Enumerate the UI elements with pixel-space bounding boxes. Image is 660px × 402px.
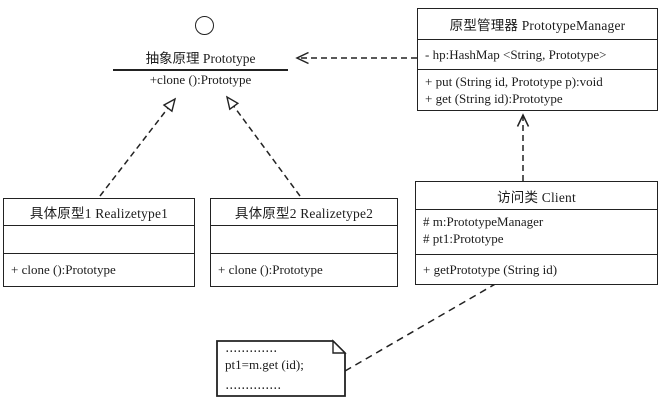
class-attributes-empty	[4, 225, 194, 253]
realization-arrow-realizetype2-to-prototype	[225, 95, 301, 197]
interface-lollipop-circle	[195, 16, 214, 35]
class-method: + clone ():Prototype	[4, 253, 194, 286]
note-fold-corner	[332, 339, 347, 354]
class-title: 具体原型1 Realizetype1	[29, 206, 169, 221]
class-method: + clone ():Prototype	[211, 253, 397, 286]
class-attribute: - hp:HashMap <String, Prototype>	[418, 39, 657, 69]
class-title: 原型管理器 PrototypeManager	[449, 18, 626, 33]
class-title: 具体原型2 Realizetype2	[234, 206, 374, 221]
class-box-realizetype1: 具体原型1 Realizetype1 + clone ():Prototype	[3, 198, 195, 287]
class-attribute: # pt1:Prototype	[423, 231, 504, 246]
note-shape	[216, 340, 346, 397]
class-method: + get (String id):Prototype	[425, 91, 563, 106]
note-anchor-line	[344, 282, 498, 372]
class-box-prototype-manager: 原型管理器 PrototypeManager - hp:HashMap <Str…	[417, 8, 658, 111]
realization-arrow-realizetype1-to-prototype	[99, 97, 177, 197]
note-code: pt1=m.get (id);	[225, 357, 304, 372]
uml-note: ............. pt1=m.get (id); ..........…	[217, 341, 345, 397]
class-box-realizetype2: 具体原型2 Realizetype2 + clone ():Prototype	[210, 198, 398, 287]
class-method: + put (String id, Prototype p):void	[425, 74, 603, 89]
interface-divider	[113, 69, 288, 71]
note-dots-bottom: ..............	[226, 381, 282, 392]
class-methods: + put (String id, Prototype p):void + ge…	[418, 69, 657, 110]
class-attribute: # m:PrototypeManager	[423, 214, 544, 229]
class-attributes: # m:PrototypeManager # pt1:Prototype	[416, 209, 657, 254]
note-dots-top: .............	[226, 344, 278, 355]
interface-operation: +clone ():Prototype	[149, 72, 252, 87]
class-method: + getPrototype (String id)	[416, 254, 657, 284]
interface-title: 抽象原理 Prototype	[145, 51, 256, 66]
class-title: 访问类 Client	[497, 189, 576, 205]
class-attributes-empty	[211, 225, 397, 253]
class-box-client: 访问类 Client # m:PrototypeManager # pt1:Pr…	[415, 181, 658, 285]
